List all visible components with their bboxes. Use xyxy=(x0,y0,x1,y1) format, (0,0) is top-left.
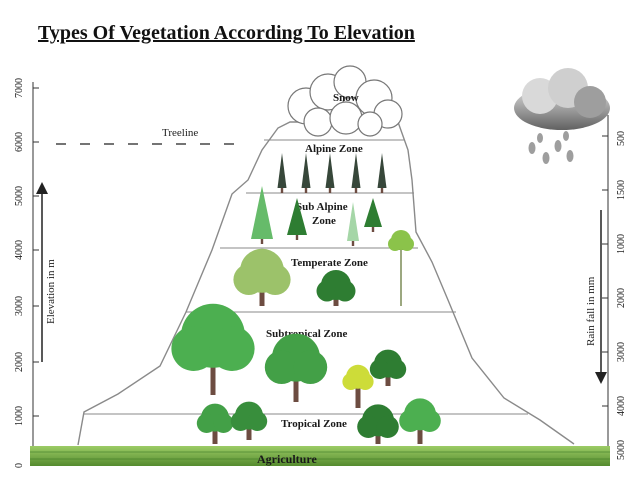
cloud-icon xyxy=(287,65,403,137)
rainfall-tick-label: 4000 xyxy=(616,396,627,416)
broadleaf-tree-icon xyxy=(171,303,255,395)
broadleaf-tree-icon xyxy=(196,403,234,444)
rainfall-tick-label: 5000 xyxy=(616,440,627,460)
broadleaf-tree-icon xyxy=(264,333,328,402)
broadleaf-tree-icon xyxy=(399,398,441,444)
agriculture-label: Agriculture xyxy=(257,452,317,466)
conifer-tree-icon xyxy=(351,153,361,193)
conifer-tree-icon xyxy=(347,202,359,246)
conifer-tree-icon xyxy=(277,153,287,193)
subalpine-zone-label: Sub Alpine xyxy=(296,201,348,213)
temperate-zone-label: Temperate Zone xyxy=(291,257,368,269)
snow-label: Snow xyxy=(333,92,359,104)
alpine-zone-label: Alpine Zone xyxy=(305,143,363,155)
rainfall-tick-label: 2000 xyxy=(616,288,627,308)
conifer-tree-icon xyxy=(364,198,382,232)
conifer-tree-icon xyxy=(251,186,273,244)
rain-cloud-icon xyxy=(514,68,610,164)
elevation-tick-label: 7000 xyxy=(14,78,25,98)
broadleaf-tree-icon xyxy=(316,270,356,306)
rainfall-tick-label: 1000 xyxy=(616,234,627,254)
rainfall-axis-label: Rain fall in mm xyxy=(585,276,597,346)
elevation-tick-label: 4000 xyxy=(14,240,25,260)
elevation-axis: 0 1000 2000 3000 4000 5000 6000 7000 Elevation … xyxy=(14,78,57,468)
elevation-tick-label: 3000 xyxy=(14,296,25,316)
tropical-zone-label: Tropical Zone xyxy=(281,418,347,430)
elevation-tick-label: 2000 xyxy=(14,352,25,372)
elevation-tick-label: 5000 xyxy=(14,186,25,206)
broadleaf-tree-icon xyxy=(342,364,374,408)
conifer-tree-icon xyxy=(301,153,311,193)
diagram-title: Types Of Vegetation According To Elevati… xyxy=(38,22,415,44)
rainfall-axis: 500 1500 1000 2000 3000 4000 5000 Rain fall in… xyxy=(585,115,627,460)
rainfall-tick-label: 3000 xyxy=(616,342,627,362)
treeline-label: Treeline xyxy=(162,127,198,139)
conifer-tree-icon xyxy=(287,198,307,240)
agriculture-field xyxy=(30,446,610,466)
elevation-tick-label: 6000 xyxy=(14,132,25,152)
elevation-axis-label: Elevation in m xyxy=(45,259,57,324)
rainfall-tick-label: 1500 xyxy=(616,180,627,200)
rainfall-tick-label: 500 xyxy=(616,131,627,146)
broadleaf-tree-icon xyxy=(357,404,399,444)
broadleaf-tree-icon xyxy=(369,349,407,386)
zone-boundaries xyxy=(84,139,528,415)
broadleaf-tree-icon xyxy=(388,230,414,251)
conifer-tree-icon xyxy=(325,153,335,193)
broadleaf-tree-icon xyxy=(233,248,291,306)
conifer-tree-icon xyxy=(377,153,387,193)
elevation-tick-label: 1000 xyxy=(14,406,25,426)
broadleaf-tree-icon xyxy=(230,401,268,440)
subalpine-zone-label-line2: Zone xyxy=(312,215,336,227)
elevation-tick-label: 0 xyxy=(14,463,25,468)
